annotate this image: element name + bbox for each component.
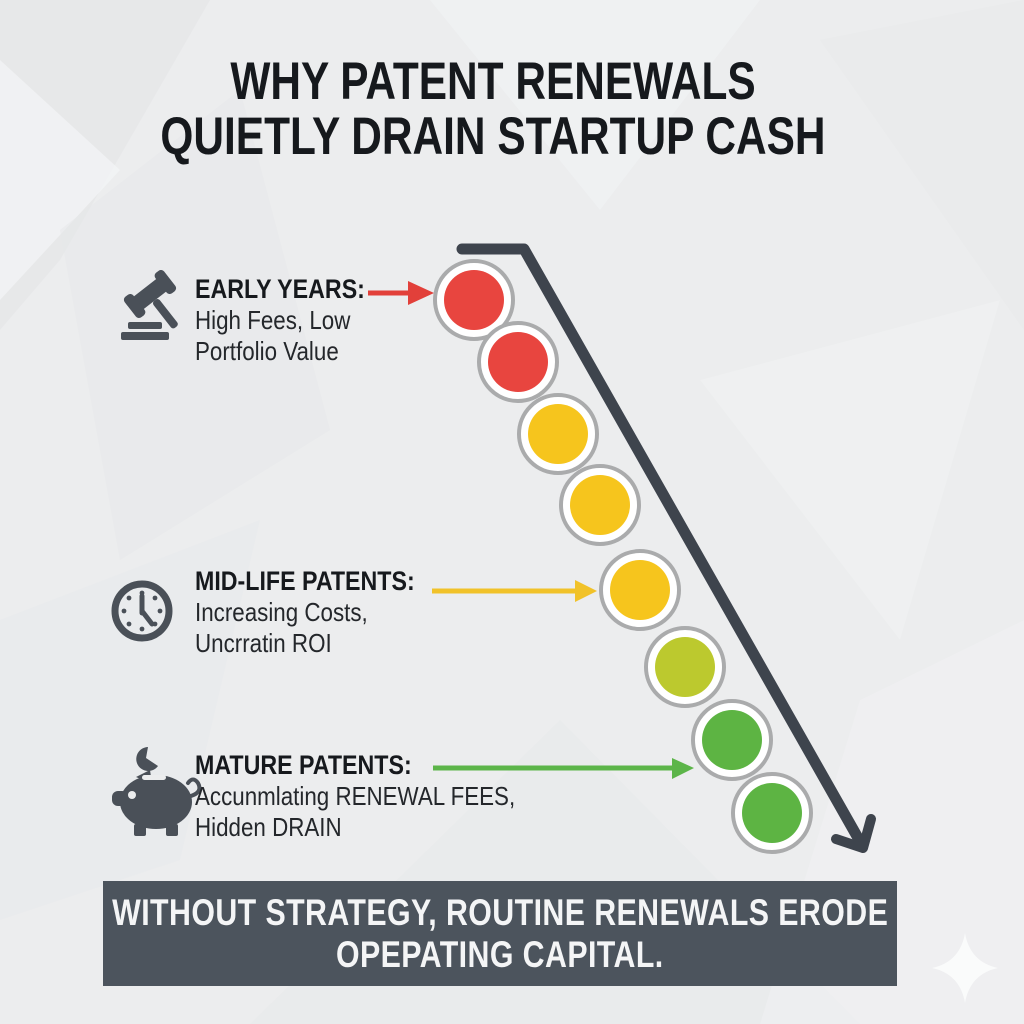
banner-line-2: OPEPATING CAPITAL. bbox=[336, 933, 664, 975]
section-line: Accunmlating RENEWAL FEES, bbox=[195, 781, 516, 811]
conclusion-banner: WITHOUT STRATEGY, ROUTINE RENEWALS ERODE… bbox=[103, 881, 897, 986]
section-heading: MATURE PATENTS: bbox=[195, 750, 412, 780]
section-heading: MID-LIFE PATENTS: bbox=[195, 566, 415, 596]
sparkle-icon bbox=[932, 933, 998, 1003]
section-line: Hidden DRAIN bbox=[195, 812, 342, 842]
clock-icon bbox=[111, 580, 173, 642]
section-line: Uncrratin ROI bbox=[195, 628, 332, 658]
banner-line-1: WITHOUT STRATEGY, ROUTINE RENEWALS ERODE bbox=[111, 891, 889, 933]
gavel-icon bbox=[121, 270, 178, 340]
page-title: WHY PATENT RENEWALS QUIETLY DRAIN STARTU… bbox=[0, 54, 986, 164]
section-line: Increasing Costs, bbox=[195, 597, 368, 627]
section-line: Portfolio Value bbox=[195, 336, 339, 366]
piggy-bank-icon bbox=[112, 747, 202, 836]
title-line-1: WHY PATENT RENEWALS bbox=[230, 52, 756, 111]
section-heading: EARLY YEARS: bbox=[195, 274, 365, 304]
section-mature: MATURE PATENTS: Accunmlating RENEWAL FEE… bbox=[195, 750, 595, 843]
section-line: High Fees, Low bbox=[195, 305, 351, 335]
section-early-years: EARLY YEARS: High Fees, Low Portfolio Va… bbox=[195, 274, 595, 367]
title-line-2: QUIETLY DRAIN STARTUP CASH bbox=[160, 107, 826, 166]
section-mid-life: MID-LIFE PATENTS: Increasing Costs, Uncr… bbox=[195, 566, 595, 659]
